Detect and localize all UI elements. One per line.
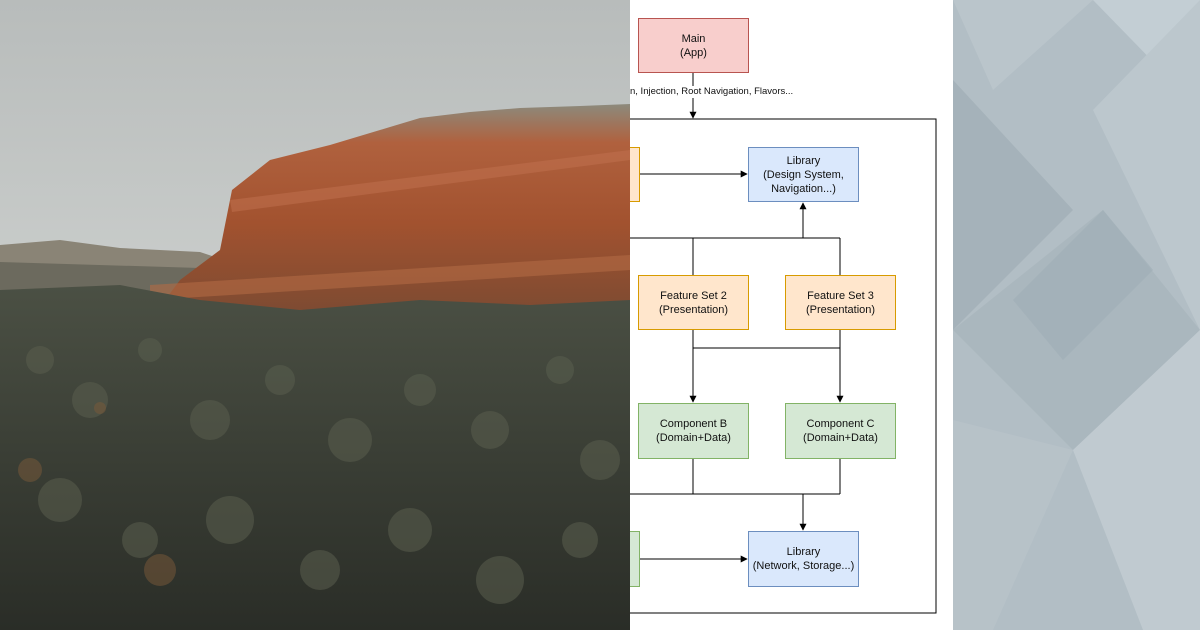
tree-texture: [26, 338, 620, 604]
decorative-pattern: [953, 0, 1200, 630]
node-component-c: Component C (Domain+Data): [785, 403, 896, 459]
node-component-partial-bottom: [630, 531, 640, 587]
node-component-b: Component B (Domain+Data): [638, 403, 749, 459]
node-main-app: Main (App): [638, 18, 749, 73]
node-feature-set-partial-top: [630, 147, 640, 202]
photo-illustration: [0, 0, 630, 630]
cliff-ledge: [150, 255, 630, 300]
architecture-diagram: Main (App) n, Injection, Root Navigation…: [630, 0, 953, 630]
diamond-pattern: [953, 0, 1200, 630]
node-library-design-system: Library (Design System, Navigation...): [748, 147, 859, 202]
landscape-photo: [0, 0, 630, 630]
diagram-connectors: [630, 73, 937, 614]
autumn-trees: [18, 402, 176, 586]
edge-label-main: n, Injection, Root Navigation, Flavors..…: [630, 86, 794, 98]
node-library-network-storage: Library (Network, Storage...): [748, 531, 859, 587]
cliff-band: [230, 150, 630, 212]
module-container: [630, 118, 937, 614]
node-feature-set-3: Feature Set 3 (Presentation): [785, 275, 896, 330]
node-feature-set-2: Feature Set 2 (Presentation): [638, 275, 749, 330]
